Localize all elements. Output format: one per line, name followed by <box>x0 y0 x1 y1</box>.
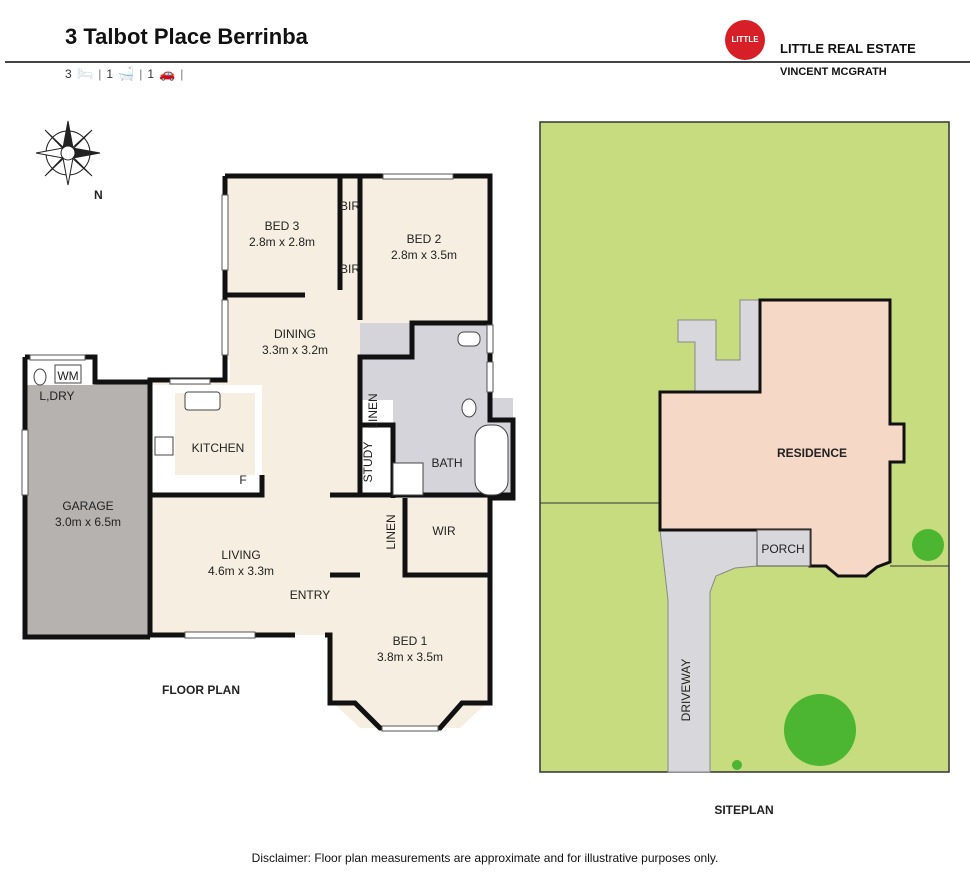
agent-name: VINCENT MCGRATH <box>780 66 887 78</box>
siteplan-caption: SITEPLAN <box>714 803 773 817</box>
porch-label: PORCH <box>761 542 804 556</box>
bir-label-2: BIR <box>340 262 360 276</box>
dining-name: DINING <box>274 327 316 341</box>
property-address: 3 Talbot Place Berrinba <box>65 24 308 49</box>
garage-size: 3.0m x 6.5m <box>55 515 121 529</box>
compass-icon <box>35 120 101 186</box>
cooktop-icon <box>154 436 174 456</box>
bed2-name: BED 2 <box>407 232 442 246</box>
bath-count: 1 <box>106 67 114 81</box>
bir-label: BIR <box>340 199 360 213</box>
entry-label: ENTRY <box>290 588 330 602</box>
fridge-label: F <box>239 473 246 487</box>
bath-icon: 🛁 <box>118 66 135 81</box>
bed2-size: 2.8m x 3.5m <box>391 248 457 262</box>
shrub-icon <box>732 760 742 770</box>
fixtures <box>33 331 509 496</box>
room-labels: BED 3 2.8m x 2.8m BED 2 2.8m x 3.5m DINI… <box>39 199 462 697</box>
study-label: STUDY <box>361 442 375 483</box>
bathtub-icon <box>474 424 509 496</box>
floor-plan-caption: FLOOR PLAN <box>162 683 240 697</box>
sink-icon <box>184 391 221 411</box>
wir-label: WIR <box>432 524 456 538</box>
living-name: LIVING <box>221 548 260 562</box>
washing-machine-icon <box>54 364 82 384</box>
shower-icon <box>392 462 424 496</box>
tree-icon <box>784 694 856 766</box>
laundry-label: L,DRY <box>39 389 74 403</box>
kitchen-name: KITCHEN <box>192 441 245 455</box>
site-plan: RESIDENCE PORCH DRIVEWAY SITEPLAN <box>539 121 950 817</box>
bed1-size: 3.8m x 3.5m <box>377 650 443 664</box>
garage-name: GARAGE <box>62 499 113 513</box>
bed3-size: 2.8m x 2.8m <box>249 235 315 249</box>
car-icon: 🚗 <box>159 66 176 81</box>
basin-icon <box>461 398 477 418</box>
tree-icon <box>912 529 944 561</box>
living-size: 4.6m x 3.3m <box>208 564 274 578</box>
residence-label: RESIDENCE <box>777 446 847 460</box>
disclaimer: Disclaimer: Floor plan measurements are … <box>251 851 719 865</box>
toilet-icon <box>457 331 481 347</box>
bed3-name: BED 3 <box>265 219 300 233</box>
bed-icon: 🛏 <box>76 66 94 81</box>
car-count: 1 <box>147 67 155 81</box>
linen-label-2: LINEN <box>384 514 398 549</box>
bed-count: 3 <box>65 67 72 81</box>
bath-label: BATH <box>431 456 462 470</box>
driveway-label: DRIVEWAY <box>679 659 693 722</box>
porch <box>756 529 811 567</box>
dining-size: 3.3m x 3.2m <box>262 343 328 357</box>
floor-fills <box>25 176 513 728</box>
wm-label: WM <box>57 369 78 383</box>
bed1-name: BED 1 <box>393 634 428 648</box>
property-stats: 3🛏| 1🛁| 1🚗| <box>65 66 184 81</box>
header-divider <box>5 61 970 63</box>
agency-name: LITTLE REAL ESTATE <box>780 41 916 56</box>
laundry-tub-icon <box>33 368 47 386</box>
windows <box>21 173 494 732</box>
linen-label: LINEN <box>366 393 380 428</box>
agency-logo: LITTLE <box>725 20 765 60</box>
compass-north-label: N <box>94 188 103 202</box>
